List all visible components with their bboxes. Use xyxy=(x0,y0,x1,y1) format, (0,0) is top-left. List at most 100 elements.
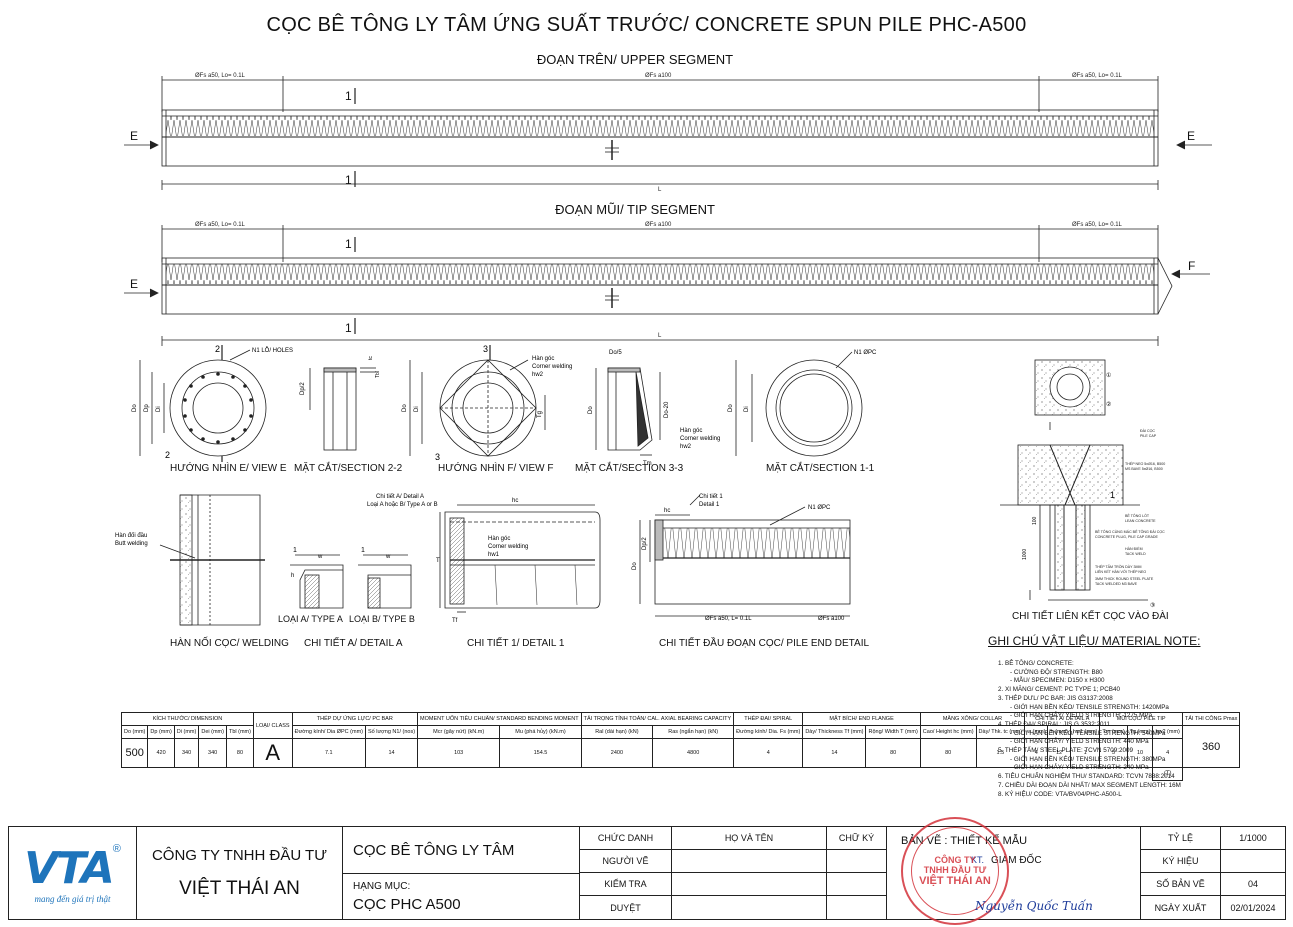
svg-text:1: 1 xyxy=(345,89,352,103)
svg-text:ØFs a100: ØFs a100 xyxy=(645,73,672,79)
svg-text:100: 100 xyxy=(1032,516,1038,525)
svg-text:h: h xyxy=(291,573,294,579)
svg-text:L: L xyxy=(658,187,662,193)
type-a-label: LOẠI A/ TYPE A xyxy=(278,614,343,624)
svg-text:3: 3 xyxy=(483,344,488,354)
svg-text:hw1: hw1 xyxy=(488,552,500,558)
company-area: CÔNG TY TNHH ĐẦU TƯ VIỆT THÁI AN xyxy=(137,827,343,919)
svg-text:E: E xyxy=(130,277,138,291)
upper-segment-title: ĐOẠN TRÊN/ UPPER SEGMENT xyxy=(536,52,734,67)
section-1-1-label: MẶT CẮT/SECTION 1-1 xyxy=(766,463,875,474)
svg-text:tc: tc xyxy=(368,356,374,360)
svg-text:Di: Di xyxy=(156,406,162,412)
svg-text:Tg: Tg xyxy=(537,411,543,418)
svg-text:1000: 1000 xyxy=(1022,549,1028,560)
svg-text:1: 1 xyxy=(345,237,352,251)
section-3-3-drawing xyxy=(595,367,661,456)
section-2-2-drawing xyxy=(309,367,376,451)
svg-text:Chi tiết A/ Detail A: Chi tiết A/ Detail A xyxy=(376,494,424,500)
view-f-drawing xyxy=(409,345,546,457)
svg-text:Do/5: Do/5 xyxy=(609,350,622,356)
detail-a-drawing xyxy=(290,554,412,609)
section-2-2-label: MẶT CẮT/SECTION 2-2 xyxy=(294,463,403,474)
svg-text:LEAN CONCRETE: LEAN CONCRETE xyxy=(1125,519,1156,523)
company-stamp: CÔNG TY TNHH ĐẦU TƯ VIỆT THÁI AN xyxy=(901,817,1009,925)
drawing-title: CỌC BÊ TÔNG LY TÂM ỨNG SUẤT TRƯỚC/ CONCR… xyxy=(266,14,1027,36)
view-f-label: HƯỚNG NHÌN F/ VIEW F xyxy=(438,463,554,474)
svg-text:PILE CAP: PILE CAP xyxy=(1140,434,1157,438)
svg-text:hc: hc xyxy=(664,508,670,514)
svg-text:1: 1 xyxy=(345,321,352,335)
type-b-label: LOẠI B/ TYPE B xyxy=(349,614,415,624)
svg-text:Butt welding: Butt welding xyxy=(115,541,148,547)
signature: Nguyễn Quốc Tuấn xyxy=(975,899,1093,913)
svg-text:THÉP NEO 5xØ16, B500: THÉP NEO 5xØ16, B500 xyxy=(1125,461,1165,466)
svg-text:Tm: Tm xyxy=(643,461,652,467)
svg-text:1: 1 xyxy=(361,547,365,554)
svg-text:ØFs a50, Lo= 0.1L: ØFs a50, Lo= 0.1L xyxy=(195,222,246,228)
svg-text:③: ③ xyxy=(1150,602,1155,609)
tip-segment-title: ĐOẠN MŨI/ TIP SEGMENT xyxy=(555,202,715,217)
svg-text:2: 2 xyxy=(165,450,170,460)
svg-text:Hàn góc: Hàn góc xyxy=(488,536,510,542)
pile-end-label: CHI TIẾT ĐẦU ĐOẠN CỌC/ PILE END DETAIL xyxy=(659,638,870,649)
notes-title: GHI CHÚ VẬT LIỆU/ MATERIAL NOTE: xyxy=(988,634,1201,648)
svg-text:LIÊN KẾT HÀN VỚI THÉP NEO: LIÊN KẾT HÀN VỚI THÉP NEO xyxy=(1095,569,1146,574)
svg-text:Dp/2: Dp/2 xyxy=(300,382,306,395)
svg-text:Hàn góc: Hàn góc xyxy=(532,356,554,362)
svg-text:Tf: Tf xyxy=(452,618,458,624)
svg-text:1: 1 xyxy=(345,173,352,187)
svg-text:CONCRETE PLUG, PILE CAP GRADE: CONCRETE PLUG, PILE CAP GRADE xyxy=(1095,535,1158,539)
welding-drawing xyxy=(159,494,265,626)
slogan: mang đến giá trị thật xyxy=(34,893,111,904)
svg-text:Corner welding: Corner welding xyxy=(680,436,720,442)
svg-text:Corner welding: Corner welding xyxy=(488,544,528,550)
svg-text:ØFs a50, L= 0.1L: ØFs a50, L= 0.1L xyxy=(705,616,752,622)
svg-text:Hàn góc: Hàn góc xyxy=(680,428,702,434)
svg-text:MS BAVE 5xØ16, B500: MS BAVE 5xØ16, B500 xyxy=(1125,467,1163,471)
view-e-label: HƯỚNG NHÌN E/ VIEW E xyxy=(170,463,287,474)
svg-text:N1 ØPC: N1 ØPC xyxy=(854,350,877,356)
svg-text:w: w xyxy=(317,554,323,560)
svg-text:Tbl: Tbl xyxy=(375,371,381,378)
svg-text:Dp: Dp xyxy=(144,404,150,412)
detail-1-drawing xyxy=(439,504,601,613)
svg-text:1: 1 xyxy=(1110,490,1115,500)
svg-text:E: E xyxy=(1187,129,1195,143)
svg-text:hc: hc xyxy=(512,498,518,504)
pile-end-drawing xyxy=(639,494,851,617)
svg-text:①: ① xyxy=(1106,372,1111,379)
svg-text:BÊ TÔNG CÙNG MÁC BÊ TÔNG ĐÀI C: BÊ TÔNG CÙNG MÁC BÊ TÔNG ĐÀI CỌC xyxy=(1095,529,1165,534)
svg-text:Corner welding: Corner welding xyxy=(532,364,572,370)
svg-text:hw2: hw2 xyxy=(532,372,544,378)
tip-segment-drawing xyxy=(124,225,1210,346)
detail-a-label: CHI TIẾT A/ DETAIL A xyxy=(304,638,403,649)
svg-text:Chi tiết 1: Chi tiết 1 xyxy=(699,494,723,500)
pile-cap-label: CHI TIẾT LIÊN KẾT CỌC VÀO ĐÀI xyxy=(1012,611,1169,622)
svg-text:Do-20: Do-20 xyxy=(664,401,670,418)
svg-text:TACK WELD: TACK WELD xyxy=(1125,552,1146,556)
svg-text:Do: Do xyxy=(588,406,594,414)
svg-text:ØFs a50, Lo= 0.1L: ØFs a50, Lo= 0.1L xyxy=(1072,222,1123,228)
svg-text:BÊ TÔNG LÓT: BÊ TÔNG LÓT xyxy=(1125,513,1150,518)
svg-text:Detail 1: Detail 1 xyxy=(699,502,720,508)
svg-text:Dp/2: Dp/2 xyxy=(642,537,648,550)
svg-text:N1 ØPC: N1 ØPC xyxy=(808,505,831,511)
svg-text:Do: Do xyxy=(132,404,138,412)
section-3-3-label: MẶT CẮT/SECTION 3-3 xyxy=(575,463,684,474)
svg-text:ØFs a100: ØFs a100 xyxy=(818,616,845,622)
detail-1-label: CHI TIẾT 1/ DETAIL 1 xyxy=(467,638,565,649)
svg-text:TACK WELDED M3 BAVE: TACK WELDED M3 BAVE xyxy=(1095,582,1138,586)
svg-text:HÀN ĐIỂM: HÀN ĐIỂM xyxy=(1125,546,1143,551)
pile-cap-drawing xyxy=(1000,359,1148,601)
material-notes: GHI CHÚ VẬT LIỆU/ MATERIAL NOTE: 1. BÊ T… xyxy=(988,634,1288,799)
company-logo: VTA xyxy=(24,842,115,894)
svg-text:Di: Di xyxy=(414,406,420,412)
svg-text:ØFs a50, Lo= 0.1L: ØFs a50, Lo= 0.1L xyxy=(1072,73,1123,79)
svg-text:Hàn đối đầu: Hàn đối đầu xyxy=(115,533,147,539)
svg-text:Do: Do xyxy=(632,562,638,570)
spec-table: KÍCH THƯỚC/ DIMENSION LOẠI/ CLASS THÉP D… xyxy=(120,712,1241,781)
svg-text:1: 1 xyxy=(293,547,297,554)
view-e-drawing xyxy=(139,345,267,462)
